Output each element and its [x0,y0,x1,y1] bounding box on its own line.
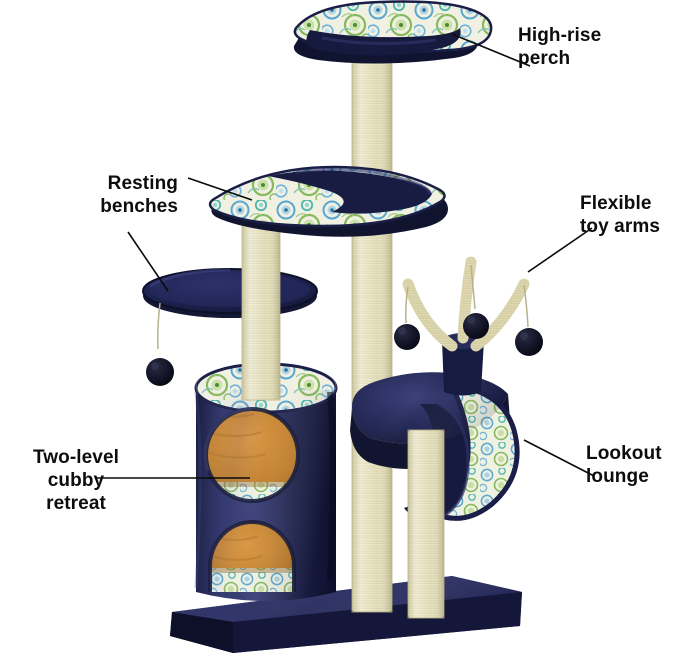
callout-resting-benches: Resting benches [28,172,178,218]
callout-line-1: Flexible [580,193,652,214]
bench-pompom-toy [146,302,174,386]
sisal-post-left [241,221,281,401]
callout-line-2: toy arms [580,216,661,237]
leader-lookout-lounge [523,439,595,477]
leader-resting-upper [187,177,253,201]
second-platform [208,165,448,237]
callout-lookout-lounge: Lookout lounge [586,442,679,488]
leader-flexible-toy-arms [527,227,593,273]
flexible-toy-arms [394,256,543,396]
callout-two-level-cubby-retreat: Two-level cubby retreat [0,446,152,515]
toy-pompom-right [515,284,543,356]
callout-line-1: Lookout [586,443,662,464]
sisal-post-main [351,51,393,613]
callout-high-rise-perch: High-rise perch [518,24,678,70]
toy-pompom-middle [463,264,489,339]
top-perch [293,0,493,64]
callout-flexible-toy-arms: Flexible toy arms [580,192,679,238]
callout-line-1: High-rise [518,25,602,46]
callout-line-3: retreat [46,493,106,514]
sisal-post-lounge [407,429,445,619]
callout-line-2: benches [100,196,178,217]
callout-line-2: cubby [47,470,105,491]
callout-line-1: Two-level [32,447,120,468]
callout-line-2: lounge [586,466,649,487]
leader-high-rise-perch [451,33,531,67]
leader-lines [96,33,595,479]
toy-pompom-left [394,286,420,350]
cubby-tower [194,361,338,601]
callout-line-1: Resting [107,173,178,194]
leader-resting-lower [127,231,169,292]
callout-line-2: perch [518,48,571,69]
